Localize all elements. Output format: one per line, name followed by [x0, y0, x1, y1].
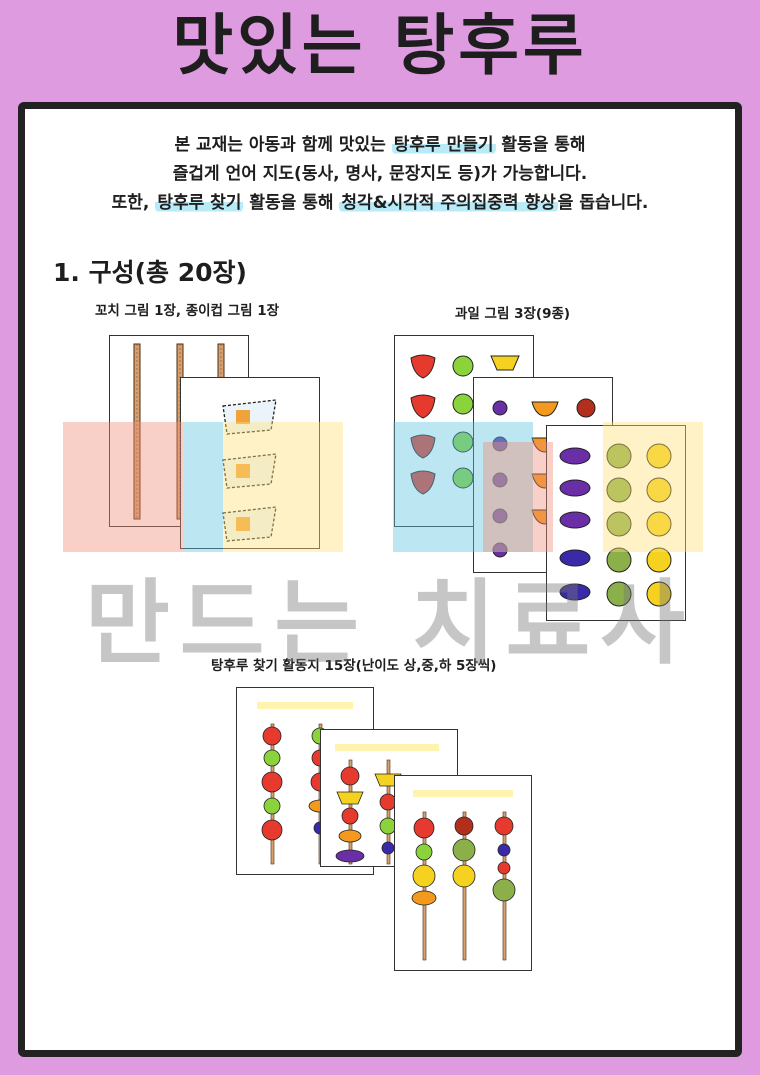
lemon-icon: [646, 443, 672, 607]
tanghulu-skewer: [261, 723, 283, 865]
tanghulu-skewer: [452, 811, 476, 961]
section-heading: 1. 구성(총 20장): [53, 258, 247, 287]
paper-cup-icon: [222, 453, 277, 489]
intro-line-1-text: 본 교재는 아동과 함께 맛있는: [174, 135, 392, 155]
caption-fruit: 과일 그림 3장(9종): [455, 306, 571, 322]
intro-line-3-end: 을 돕습니다.: [557, 193, 649, 213]
tanghulu-skewer: [335, 759, 365, 865]
paper-cup-icon: [222, 506, 277, 542]
activity-sheet-3-banner: [413, 790, 513, 797]
watermark-text: 만드는 치료사: [85, 570, 695, 677]
intro-highlight-find: 탕후루 찾기: [155, 193, 244, 213]
cherry-icon: [576, 398, 596, 418]
intro-line-3-text: 또한,: [111, 193, 156, 213]
intro-line-1-end: 활동을 통해: [495, 135, 586, 155]
intro-highlight-attention: 청각&시각적 주의집중력 향상: [339, 193, 558, 213]
skewer-stick: [133, 343, 141, 520]
intro-line-3-mid: 활동을 통해: [243, 193, 340, 213]
fruit-sheet-1-picture: [410, 354, 520, 495]
intro-text: 본 교재는 아동과 함께 맛있는 탕후루 만들기 활동을 통해 즐겁게 언어 지…: [25, 131, 735, 218]
content-card: 본 교재는 아동과 함께 맛있는 탕후루 만들기 활동을 통해 즐겁게 언어 지…: [18, 102, 742, 1057]
activity-sheet-3: [394, 775, 532, 971]
blueberry-icon: [559, 447, 591, 601]
paper-cup-icon: [222, 399, 277, 435]
caption-skewer-cup: 꼬치 그림 1장, 종이컵 그림 1장: [95, 303, 280, 319]
strawberry-icon: [410, 354, 436, 495]
tanghulu-skewer: [411, 811, 437, 961]
pineapple-icon: [490, 355, 520, 371]
green-grape-icon: [452, 355, 474, 489]
tanghulu-skewer: [492, 811, 516, 961]
activity-sheet-1-banner: [257, 702, 353, 709]
intro-line-2: 즐겁게 언어 지도(동사, 명사, 문장지도 등)가 가능합니다.: [172, 164, 588, 184]
kiwi-icon: [606, 443, 632, 607]
caption-activity: 탕후루 찾기 활동지 15장(난이도 상,중,하 5장씩): [211, 658, 497, 674]
paper-cup-sheet: [180, 377, 320, 549]
paper-cup-picture: [222, 399, 277, 542]
activity-sheet-3-picture: [411, 790, 516, 961]
intro-line-1: 본 교재는 아동과 함께 맛있는 탕후루 만들기 활동을 통해: [25, 131, 735, 160]
purple-grape-icon: [492, 400, 508, 558]
page-title: 맛있는 탕후루: [172, 7, 588, 84]
activity-sheet-2-banner: [335, 744, 439, 751]
intro-highlight-make: 탕후루 만들기: [391, 135, 496, 155]
fruit-sheet-3: [546, 425, 686, 621]
fruit-sheet-3-picture: [559, 443, 672, 607]
